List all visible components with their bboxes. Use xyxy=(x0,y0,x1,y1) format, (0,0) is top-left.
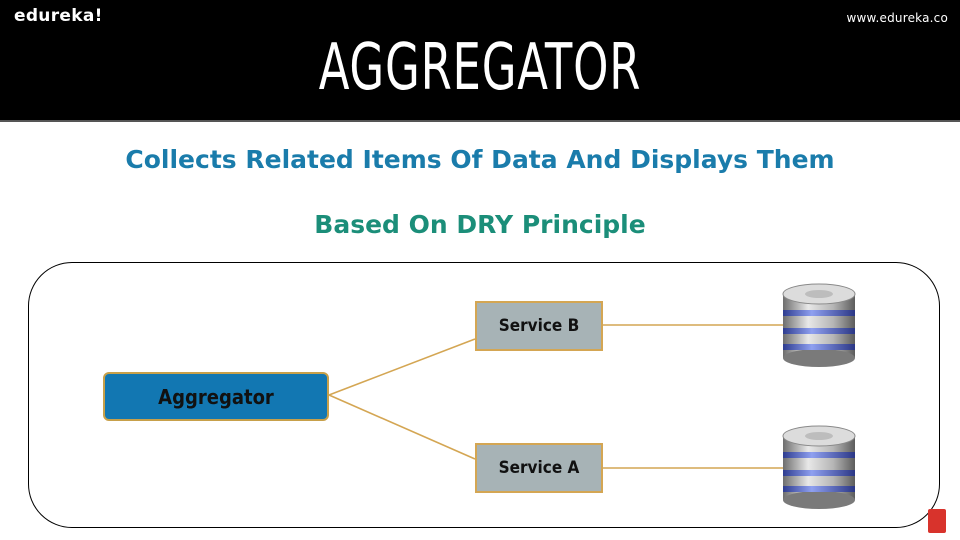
principle-subtitle: Based On DRY Principle xyxy=(314,210,646,239)
brand-logo: edureka! xyxy=(14,6,103,26)
slide-title: AGGREGATOR xyxy=(318,31,642,105)
connector-aggregator-to-service-b xyxy=(328,338,476,396)
diagram-frame xyxy=(28,262,940,528)
header-bar xyxy=(0,0,960,122)
site-url: www.edureka.co xyxy=(846,11,948,25)
aggregator-node: Aggregator xyxy=(103,372,329,421)
database-icon xyxy=(782,425,856,509)
service-a-node: Service A xyxy=(475,443,603,493)
header-divider xyxy=(0,120,960,122)
slide-subtitle: Collects Related Items Of Data And Displ… xyxy=(125,145,835,174)
database-icon xyxy=(782,283,856,367)
service-b-node: Service B xyxy=(475,301,603,351)
subscribe-badge-icon[interactable] xyxy=(928,509,946,533)
connector-aggregator-to-service-a xyxy=(328,394,476,460)
